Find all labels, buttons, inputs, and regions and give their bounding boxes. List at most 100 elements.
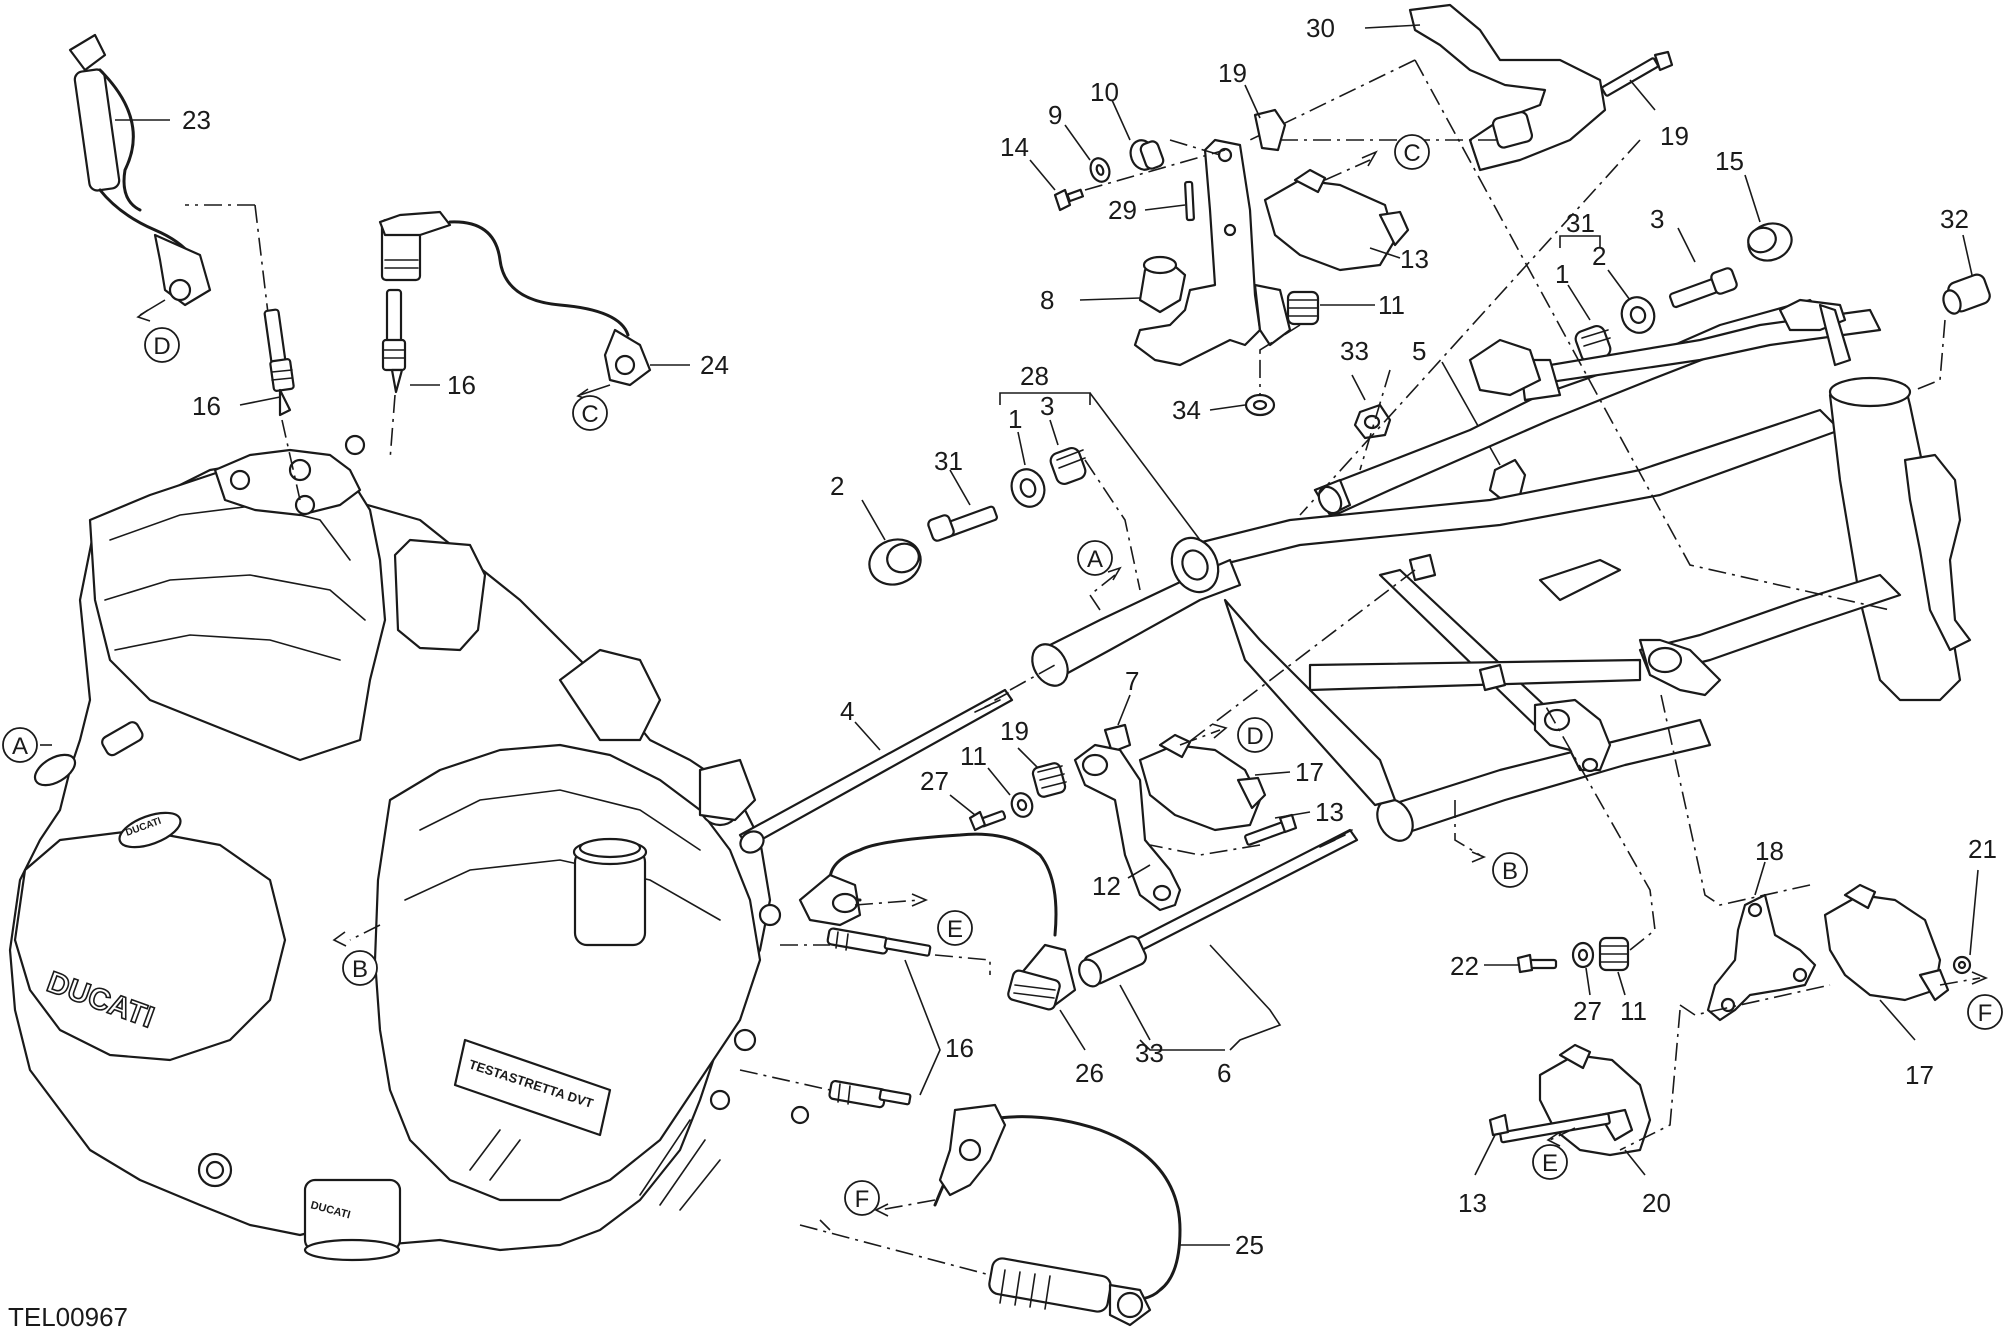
bush-5 bbox=[1353, 403, 1392, 440]
washer-27-mid bbox=[1010, 792, 1034, 818]
callout-1-left: 28 bbox=[1020, 361, 1049, 391]
ref-a-frame: A bbox=[1087, 546, 1103, 573]
ref-b-frame: B bbox=[1502, 858, 1518, 885]
callout-5: 33 bbox=[1340, 336, 1369, 366]
washer-3-left bbox=[1010, 468, 1046, 508]
cap-31-right bbox=[1747, 222, 1793, 262]
nut-22 bbox=[1952, 955, 1972, 975]
drawing-code: TEL00967 bbox=[8, 1302, 128, 1332]
callout-6: 6 bbox=[1217, 1058, 1231, 1088]
washer-3-right bbox=[1620, 296, 1656, 334]
screw-14 bbox=[1053, 188, 1085, 212]
bracket-18 bbox=[1073, 743, 1182, 912]
callout-3-left: 1 bbox=[1008, 404, 1022, 434]
spark-plug-16-lower-a bbox=[826, 927, 932, 957]
screw-17-mid bbox=[968, 810, 1007, 832]
grommet-10 bbox=[1129, 139, 1165, 171]
callout-8: 8 bbox=[1040, 285, 1054, 315]
callout-19-top: 19 bbox=[1218, 58, 1247, 88]
ignition-coil-13-bottom bbox=[1538, 1043, 1652, 1157]
callout-2-left: 3 bbox=[1040, 391, 1054, 421]
callout-14: 14 bbox=[1000, 132, 1029, 162]
callout-11-right: 11 bbox=[1620, 996, 1647, 1026]
callout-4: 31 bbox=[934, 446, 963, 476]
callout-24: 24 bbox=[700, 350, 729, 380]
spark-plug-16-lower-b bbox=[828, 1079, 912, 1109]
spark-plug-16-left bbox=[263, 308, 295, 417]
callout-13-bottom: 20 bbox=[1642, 1188, 1671, 1218]
frame bbox=[1031, 298, 1972, 842]
callout-31-left: 2 bbox=[830, 471, 844, 501]
ignition-coil-13-mid bbox=[1138, 733, 1267, 832]
ref-f-bottom: F bbox=[855, 1186, 870, 1213]
engine-assembly: TESTASTRETTA DVT DUCATI DUCATI DUCATI bbox=[8, 434, 810, 1262]
callout-25: 25 bbox=[1235, 1230, 1264, 1260]
cap-31-left bbox=[868, 538, 922, 586]
callout-12: 13 bbox=[1315, 797, 1344, 827]
clip-19-top bbox=[1253, 108, 1287, 152]
ref-c-right: C bbox=[1403, 140, 1420, 167]
callout-17-right: 22 bbox=[1450, 951, 1479, 981]
callout-34: 34 bbox=[1172, 395, 1201, 425]
sleeve-33-mid bbox=[1078, 935, 1147, 988]
screw-15 bbox=[1601, 50, 1674, 97]
callout-1-right: 31 bbox=[1566, 208, 1595, 238]
callout-26: 26 bbox=[1075, 1058, 1104, 1088]
callout-15: 19 bbox=[1660, 121, 1689, 151]
callout-32: 3 bbox=[1650, 204, 1664, 234]
spark-plug-16-right bbox=[381, 288, 407, 394]
washer-34 bbox=[1244, 393, 1276, 417]
ignition-lead-24 bbox=[378, 210, 652, 387]
callout-19-mid: 7 bbox=[1125, 666, 1139, 696]
callout-27-right: 27 bbox=[1573, 996, 1602, 1026]
callout-18: 12 bbox=[1092, 871, 1121, 901]
ignition-coil-13-top bbox=[1263, 168, 1410, 272]
callout-33-mid: 33 bbox=[1135, 1038, 1164, 1068]
sleeve-33-right bbox=[1942, 273, 1991, 315]
callout-16-lower: 16 bbox=[945, 1033, 974, 1063]
screw-20 bbox=[1488, 1112, 1611, 1144]
ignition-lead-25 bbox=[933, 1103, 1182, 1327]
ref-f-right: F bbox=[1978, 1000, 1993, 1027]
ref-a-left: A bbox=[12, 733, 28, 760]
callout-17-mid: 27 bbox=[920, 766, 949, 796]
callout-16-right: 16 bbox=[447, 370, 476, 400]
callout-2-right: 1 bbox=[1555, 259, 1569, 289]
callout-31-right: 15 bbox=[1715, 146, 1744, 176]
callout-13-top: 13 bbox=[1400, 244, 1429, 274]
ref-e-mid: E bbox=[947, 916, 963, 943]
through-bolt-7 bbox=[738, 688, 1014, 854]
callout-13-right: 17 bbox=[1905, 1060, 1934, 1090]
callout-9: 9 bbox=[1048, 100, 1062, 130]
ignition-lead-23 bbox=[68, 33, 212, 307]
callout-27-mid: 11 bbox=[960, 741, 987, 771]
callout-20: 13 bbox=[1458, 1188, 1487, 1218]
cover-30 bbox=[1408, 3, 1607, 172]
bracket-21 bbox=[1706, 893, 1817, 1022]
pin-29 bbox=[1184, 180, 1195, 222]
clip-19-mid bbox=[1103, 723, 1132, 754]
screw-12 bbox=[1244, 813, 1298, 846]
callout-16-left: 16 bbox=[192, 391, 221, 421]
ref-d-top: D bbox=[153, 333, 170, 360]
callout-22: 21 bbox=[1968, 834, 1997, 864]
washer-9 bbox=[1089, 157, 1111, 183]
washer-27-right bbox=[1571, 941, 1595, 969]
callout-29: 29 bbox=[1108, 195, 1137, 225]
coil-bracket-8 bbox=[1133, 138, 1292, 367]
grommet-11-top bbox=[1286, 290, 1320, 326]
ref-d-mid: D bbox=[1246, 723, 1263, 750]
ref-c-top: C bbox=[581, 401, 598, 428]
callout-28: 5 bbox=[1412, 336, 1426, 366]
callout-11-top: 11 bbox=[1378, 290, 1405, 320]
ignition-coil-13-right bbox=[1823, 883, 1950, 1002]
ignition-lead-26 bbox=[798, 832, 1077, 1011]
grommet-11-right bbox=[1598, 936, 1630, 972]
callout-3-right: 2 bbox=[1592, 241, 1606, 271]
callout-13-mid: 17 bbox=[1295, 757, 1324, 787]
callout-33-right: 32 bbox=[1940, 204, 1969, 234]
grommet-11-mid bbox=[1031, 762, 1067, 798]
ref-b-engine: B bbox=[352, 956, 368, 983]
callout-10: 10 bbox=[1090, 77, 1119, 107]
callout-7: 4 bbox=[840, 696, 854, 726]
